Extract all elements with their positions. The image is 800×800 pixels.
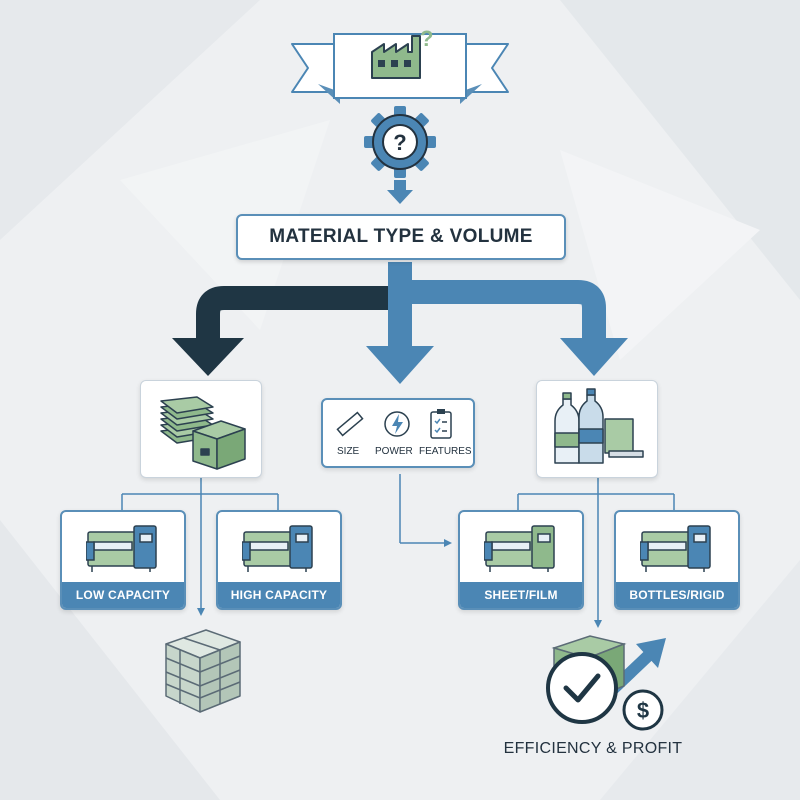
checkmark-icon	[546, 652, 618, 724]
paper-cardboard-card	[140, 380, 262, 478]
gear-question-icon: ?	[364, 106, 436, 178]
branch-arrow-right	[400, 280, 628, 376]
branch-arrow-left	[172, 286, 394, 376]
sheet-film-label: SHEET/FILM	[460, 582, 582, 608]
bottles-film-card	[536, 380, 658, 478]
right-connectors	[517, 478, 675, 628]
low-capacity-label: LOW CAPACITY	[62, 582, 184, 608]
lightning-icon	[384, 411, 410, 437]
ruler-icon	[336, 411, 364, 437]
branch-arrow-center	[366, 262, 434, 384]
bottles-rigid-label: BOTTLES/RIGID	[616, 582, 738, 608]
baler-machine-icon	[640, 525, 711, 572]
high-capacity-card[interactable]: HIGH CAPACITY	[216, 510, 342, 610]
feature-features-label: FEATURES	[419, 446, 472, 457]
baler-machine-icon	[242, 525, 313, 572]
svg-text:$: $	[637, 698, 649, 723]
dollar-icon: $	[622, 689, 664, 731]
bottles-and-film-icon	[554, 388, 644, 464]
svg-text:?: ?	[393, 130, 406, 155]
svg-text:?: ?	[420, 26, 433, 51]
feature-connector	[399, 474, 452, 547]
feature-power-label: POWER	[375, 446, 413, 457]
title-label: MATERIAL TYPE & VOLUME	[269, 226, 533, 247]
baler-machine-icon	[484, 525, 555, 572]
features-card: SIZE POWER FEATURES	[321, 398, 475, 468]
bale-cube-icon	[165, 629, 241, 713]
efficiency-profit-label: EFFICIENCY & PROFIT	[503, 740, 683, 757]
baler-machine-icon	[86, 525, 157, 572]
high-capacity-label: HIGH CAPACITY	[218, 582, 340, 608]
stacked-sheets-and-box-icon	[160, 396, 246, 470]
checklist-icon	[430, 409, 452, 439]
left-connectors	[121, 478, 279, 616]
low-capacity-card[interactable]: LOW CAPACITY	[60, 510, 186, 610]
down-arrow-small	[387, 180, 413, 204]
factory-question-icon: ?	[371, 26, 433, 79]
sheet-film-card[interactable]: SHEET/FILM	[458, 510, 584, 610]
bottles-rigid-card[interactable]: BOTTLES/RIGID	[614, 510, 740, 610]
feature-size-label: SIZE	[337, 446, 360, 457]
material-type-volume-box: MATERIAL TYPE & VOLUME	[236, 214, 566, 260]
result-icons: $	[546, 635, 666, 731]
